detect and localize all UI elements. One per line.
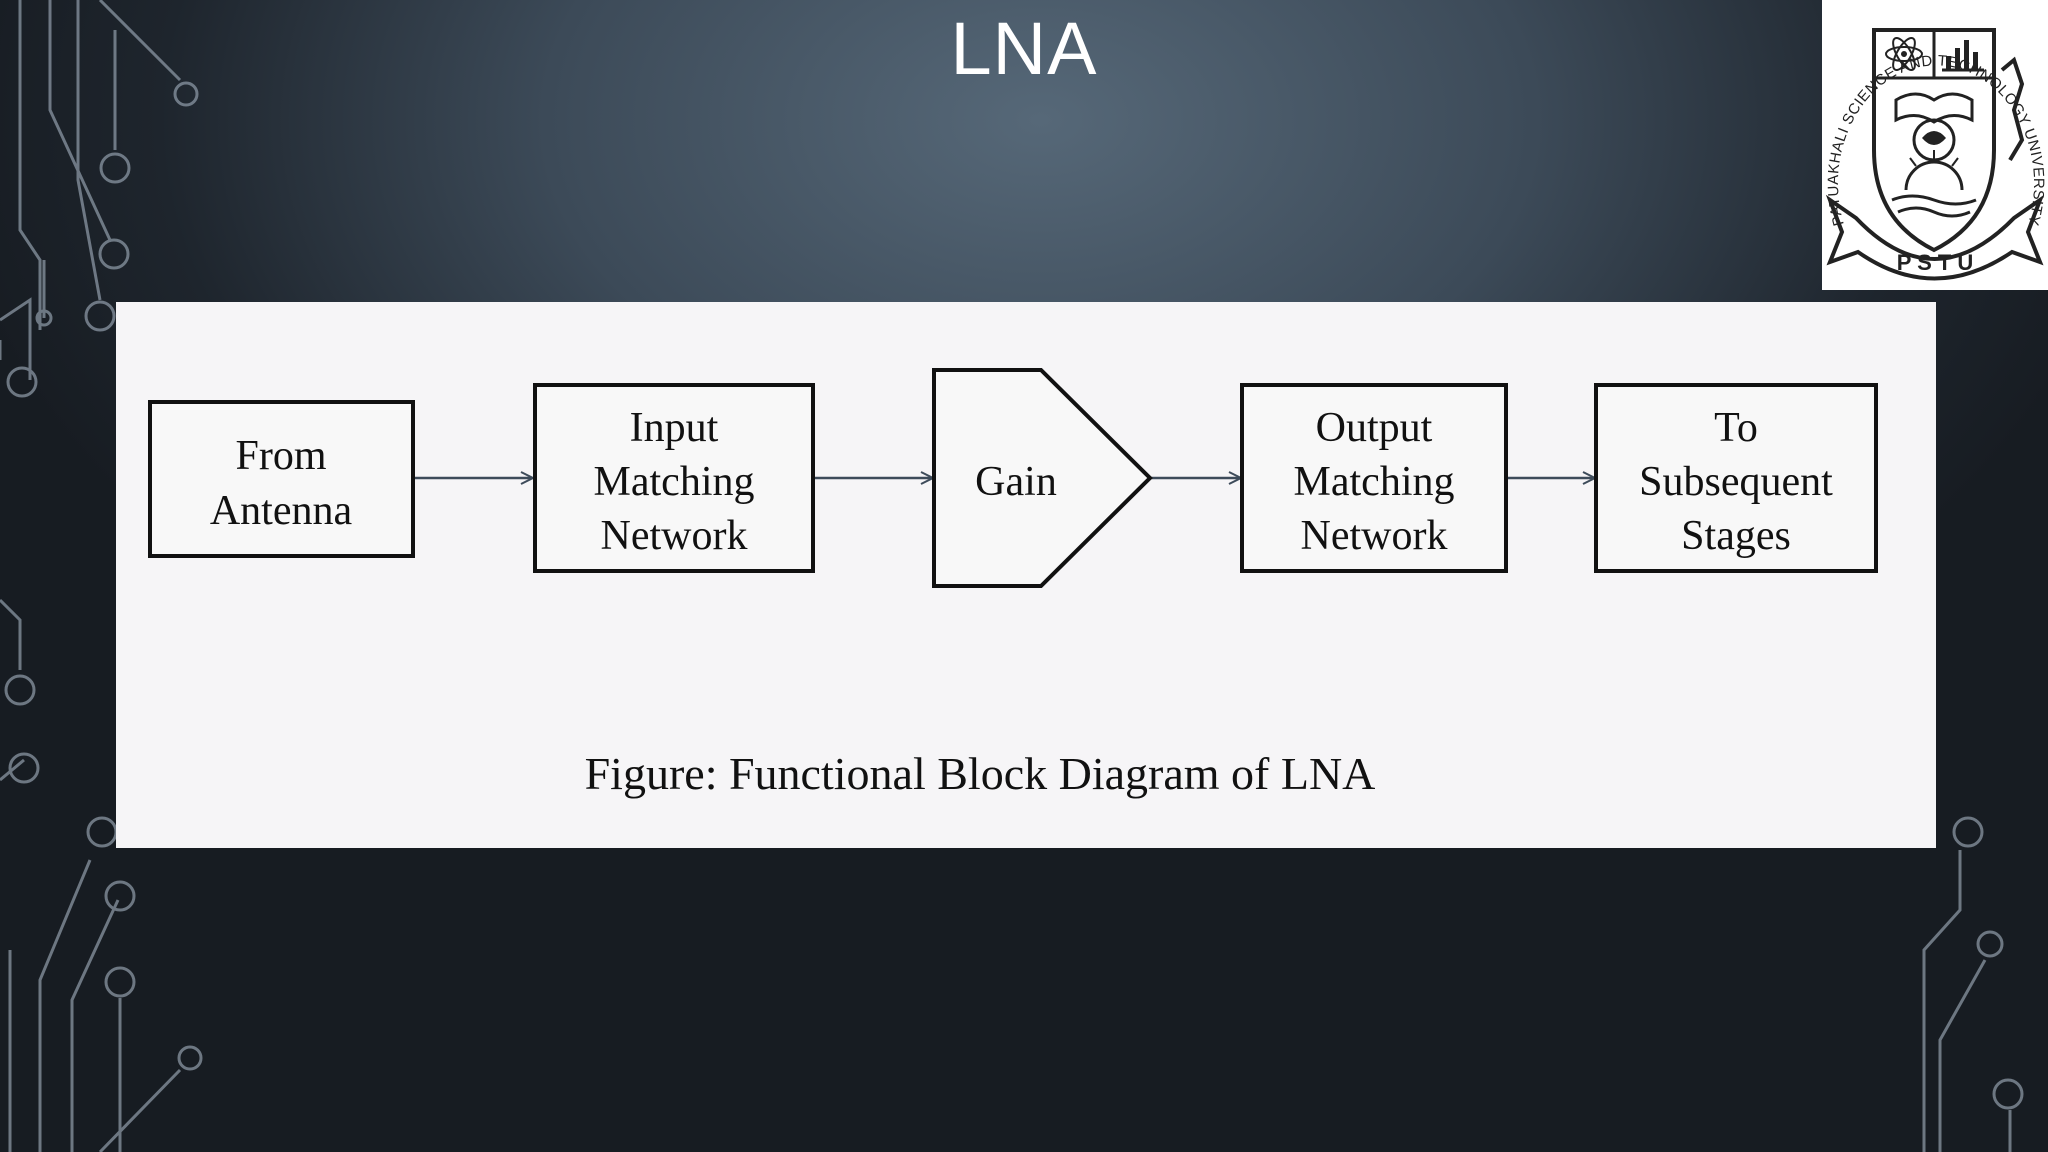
block-diagram: From Antenna Input Matching Network Gain… bbox=[148, 368, 1878, 799]
block-output-matching-network bbox=[1240, 383, 1508, 573]
block-input-matching-network bbox=[533, 383, 815, 573]
block-gain-amplifier bbox=[932, 368, 1153, 588]
block-label: Output bbox=[1316, 405, 1433, 451]
block-label: From bbox=[235, 433, 326, 479]
block-label: Network bbox=[1301, 513, 1448, 559]
block-to-subsequent-stages bbox=[1594, 383, 1878, 573]
block-label: Input bbox=[630, 405, 719, 451]
block-label: Gain bbox=[975, 459, 1057, 505]
university-logo: P S T U PATUAKHALI SCIENCE AND TECHNOLOG… bbox=[1822, 0, 2048, 290]
logo-ribbon-text: P S T U bbox=[1897, 250, 1974, 275]
block-from-antenna bbox=[148, 400, 415, 558]
block-label: Matching bbox=[594, 459, 755, 505]
block-label: To bbox=[1714, 405, 1758, 451]
block-label: Network bbox=[601, 513, 748, 559]
slide-title: LNA bbox=[950, 7, 1098, 90]
figure-panel: From Antenna Input Matching Network Gain… bbox=[116, 302, 1936, 848]
pstu-seal-icon: P S T U PATUAKHALI SCIENCE AND TECHNOLOG… bbox=[1825, 28, 2047, 281]
block-label: Matching bbox=[1294, 459, 1455, 505]
block-label: Stages bbox=[1681, 513, 1791, 559]
figure-caption: Figure: Functional Block Diagram of LNA bbox=[585, 748, 1376, 799]
block-label: Antenna bbox=[210, 488, 353, 534]
block-label: Subsequent bbox=[1639, 459, 1833, 505]
